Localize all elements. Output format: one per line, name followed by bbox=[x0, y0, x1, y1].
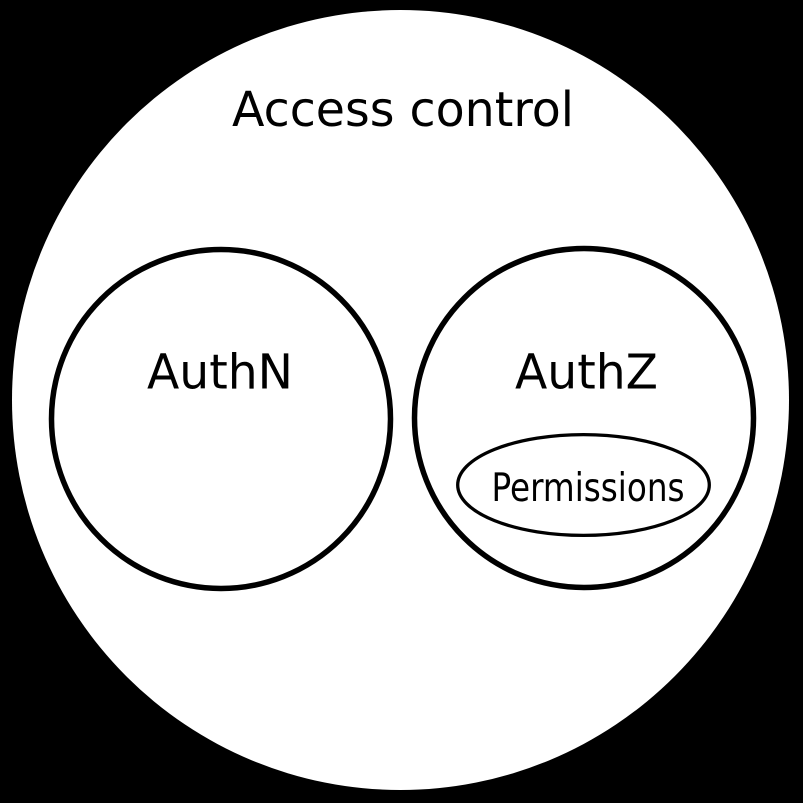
permissions-label: Permissions bbox=[492, 466, 685, 511]
authz-label: AuthZ bbox=[515, 345, 658, 401]
access-control-region bbox=[12, 10, 789, 790]
access-control-label: Access control bbox=[232, 82, 574, 138]
authn-label: AuthN bbox=[147, 345, 293, 401]
authz-region bbox=[411, 245, 757, 591]
permissions-region bbox=[456, 432, 711, 538]
authn-region bbox=[48, 246, 394, 592]
